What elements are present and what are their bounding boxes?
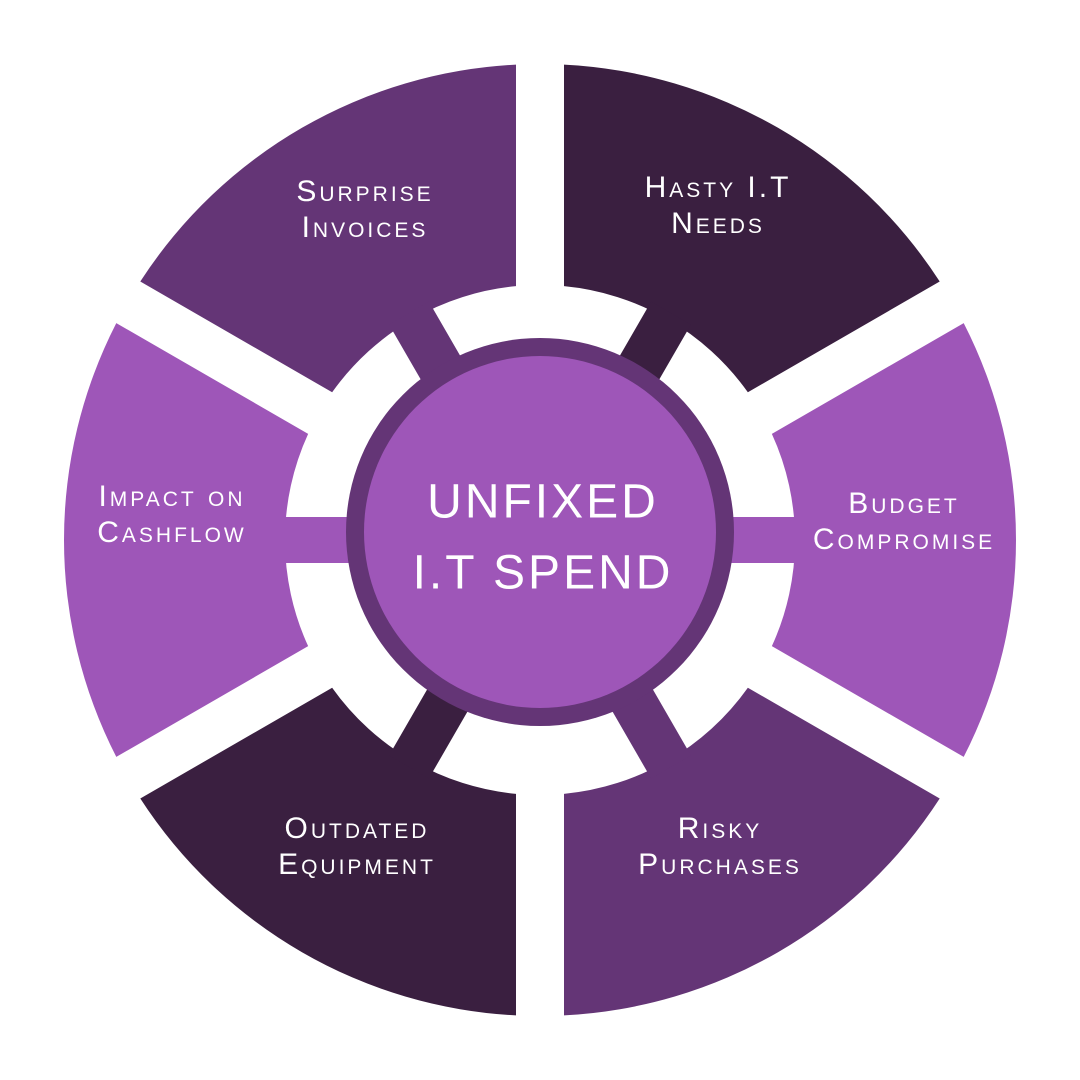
segment-budget-compromise: [771, 323, 1017, 757]
segment-label-hasty-it-needs-line2: Needs: [671, 207, 765, 240]
center-circle: [364, 356, 716, 708]
center-title-line2: I.T SPEND: [413, 547, 674, 600]
segment-impact-on-cashflow: [63, 323, 309, 757]
segment-label-budget-compromise-line2: Compromise: [813, 523, 995, 556]
segment-label-hasty-it-needs-line1: Hasty I.T: [645, 171, 792, 204]
segment-label-outdated-equipment-line1: Outdated: [285, 812, 430, 845]
segment-label-risky-purchases-line2: Purchases: [638, 848, 802, 881]
segment-label-surprise-invoices-line2: Invoices: [302, 211, 429, 244]
segment-label-impact-on-cashflow-line1: Impact on: [98, 480, 245, 513]
segment-label-outdated-equipment-line2: Equipment: [278, 848, 436, 881]
center-hub: UNFIXED I.T SPEND: [346, 338, 734, 726]
segment-label-surprise-invoices-line1: Surprise: [296, 175, 433, 208]
segment-label-impact-on-cashflow-line2: Cashflow: [97, 516, 247, 549]
center-title-line1: UNFIXED: [427, 476, 659, 529]
segment-label-budget-compromise-line1: Budget: [848, 487, 960, 520]
segment-label-risky-purchases-line1: Risky: [678, 812, 763, 845]
